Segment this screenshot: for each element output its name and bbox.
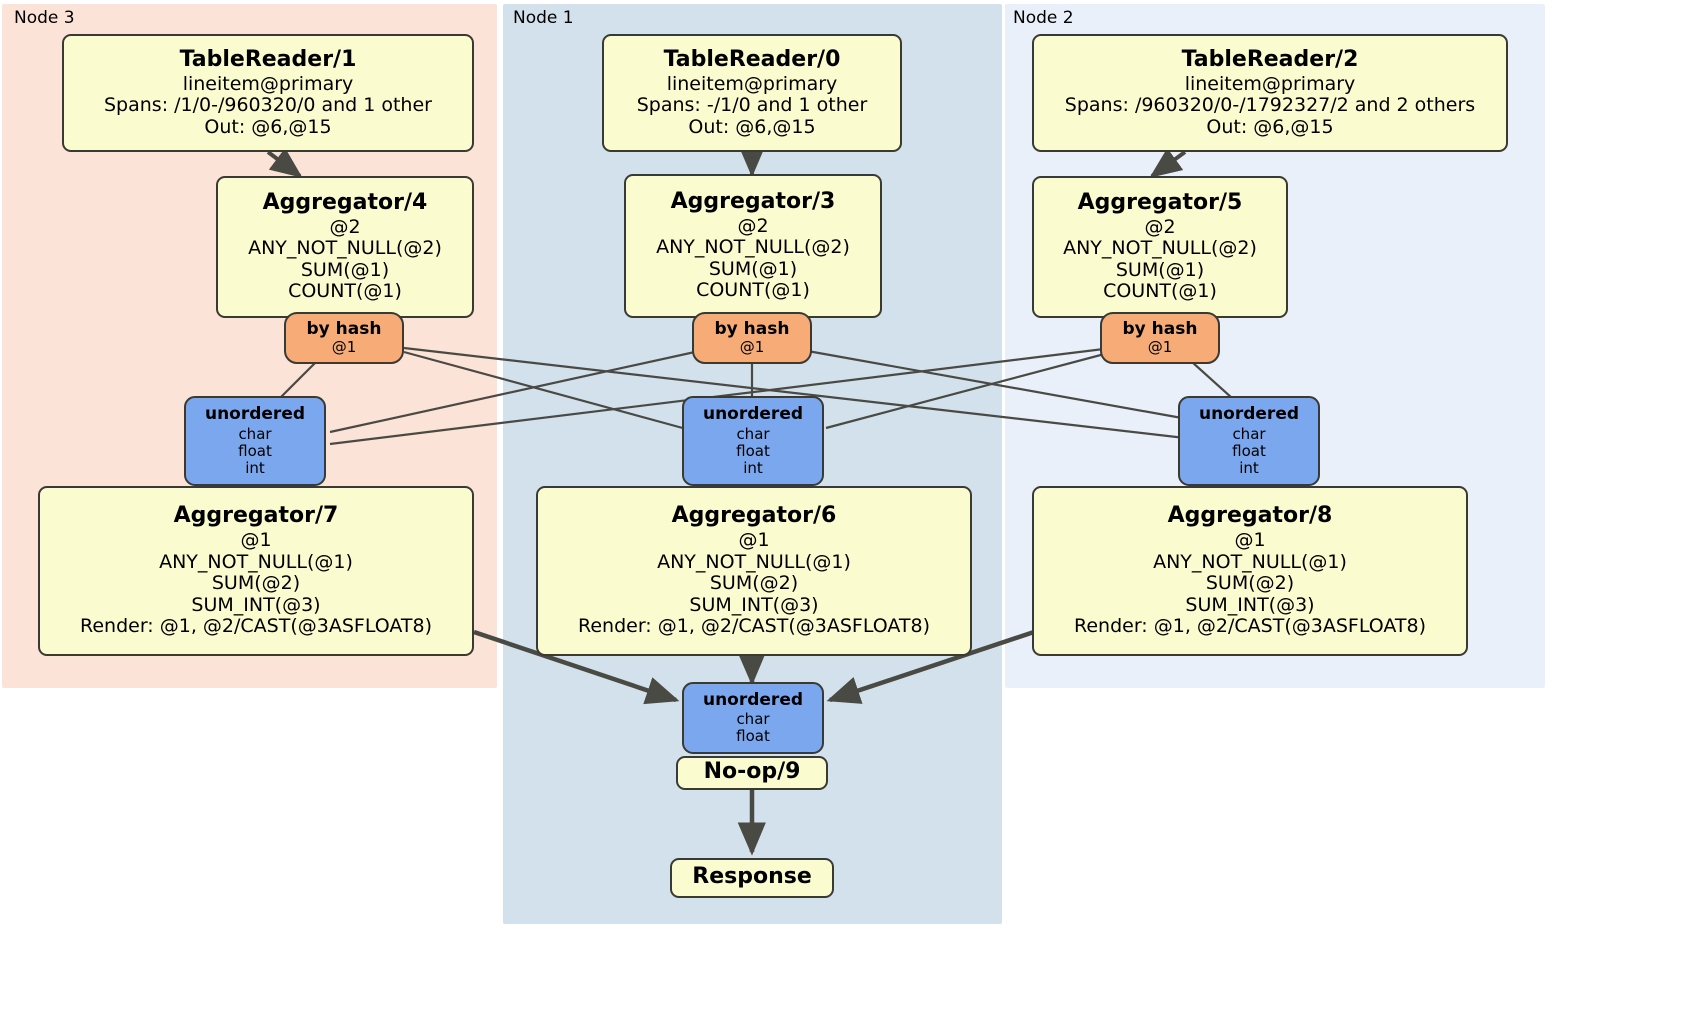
router-by-hash-3[interactable]: by hash @1 [692, 312, 812, 364]
receiver-type: int [743, 458, 763, 477]
receiver-type: int [1239, 458, 1259, 477]
processor-detail-line: SUM(@1) [1115, 258, 1205, 281]
processor-title: TableReader/2 [1181, 46, 1359, 72]
processor-detail-line: Spans: /960320/0-/1792327/2 and 2 others [1064, 94, 1476, 117]
processor-render-line: Render: @1, @2/CAST(@3ASFLOAT8) [1074, 615, 1426, 638]
processor-title: Response [692, 864, 812, 890]
receiver-type: char [1232, 424, 1266, 443]
processor-detail-line: Out: @6,@15 [1206, 115, 1334, 138]
receiver-type: float [736, 441, 770, 460]
processor-aggregator-4[interactable]: Aggregator/4 @2 ANY_NOT_NULL(@2) SUM(@1)… [216, 176, 474, 318]
receiver-title: unordered [702, 404, 804, 425]
receiver-unordered-8[interactable]: unordered char float int [1178, 396, 1320, 486]
receiver-title: unordered [702, 689, 804, 710]
processor-detail-line: @2 [329, 215, 361, 238]
processor-detail-line: ANY_NOT_NULL(@1) [657, 550, 851, 573]
receiver-title: unordered [204, 404, 306, 425]
processor-detail-line: lineitem@primary [666, 72, 838, 95]
processor-response[interactable]: Response [670, 858, 834, 898]
processor-detail-line: Spans: /1/0-/960320/0 and 1 other [104, 94, 432, 117]
processor-title: Aggregator/6 [671, 503, 837, 529]
processor-title: Aggregator/4 [262, 190, 428, 216]
processor-table-reader-2[interactable]: TableReader/2 lineitem@primary Spans: /9… [1032, 34, 1508, 152]
processor-render-line: Render: @1, @2/CAST(@3ASFLOAT8) [578, 615, 930, 638]
processor-table-reader-1[interactable]: TableReader/1 lineitem@primary Spans: /1… [62, 34, 474, 152]
processor-aggregator-8[interactable]: Aggregator/8 @1 ANY_NOT_NULL(@1) SUM(@2)… [1032, 486, 1468, 656]
router-title: by hash [714, 318, 790, 339]
receiver-unordered-7[interactable]: unordered char float int [184, 396, 326, 486]
processor-detail-line: ANY_NOT_NULL(@2) [656, 236, 850, 259]
router-title: by hash [1122, 318, 1198, 339]
processor-detail-line: @2 [737, 214, 769, 237]
processor-title: Aggregator/8 [1167, 503, 1333, 529]
processor-noop-9[interactable]: No-op/9 [676, 756, 828, 790]
node-panel-label-node1: Node 1 [513, 8, 574, 28]
processor-detail-line: ANY_NOT_NULL(@2) [248, 237, 442, 260]
processor-aggregator-6[interactable]: Aggregator/6 @1 ANY_NOT_NULL(@1) SUM(@2)… [536, 486, 972, 656]
processor-detail-line: Out: @6,@15 [688, 115, 816, 138]
processor-title: Aggregator/5 [1077, 190, 1243, 216]
router-column: @1 [1147, 338, 1173, 357]
receiver-title: unordered [1198, 404, 1300, 425]
processor-detail-line: COUNT(@1) [1103, 280, 1217, 303]
processor-title: Aggregator/3 [670, 189, 836, 215]
processor-detail-line: Spans: -/1/0 and 1 other [636, 94, 868, 117]
processor-title: TableReader/0 [663, 46, 841, 72]
processor-detail-line: SUM(@2) [709, 572, 799, 595]
processor-detail-line: SUM(@2) [1205, 572, 1295, 595]
processor-detail-line: SUM_INT(@3) [1185, 593, 1315, 616]
receiver-type: char [736, 424, 770, 443]
processor-title: TableReader/1 [179, 46, 357, 72]
router-by-hash-4[interactable]: by hash @1 [284, 312, 404, 364]
processor-detail-line: ANY_NOT_NULL(@2) [1063, 237, 1257, 260]
processor-detail-line: SUM(@1) [708, 257, 798, 280]
processor-title: No-op/9 [703, 759, 801, 785]
processor-table-reader-0[interactable]: TableReader/0 lineitem@primary Spans: -/… [602, 34, 902, 152]
processor-aggregator-5[interactable]: Aggregator/5 @2 ANY_NOT_NULL(@2) SUM(@1)… [1032, 176, 1288, 318]
processor-detail-line: @1 [738, 529, 770, 552]
processor-detail-line: ANY_NOT_NULL(@1) [159, 550, 353, 573]
processor-detail-line: lineitem@primary [182, 72, 354, 95]
node-panel-label-node3: Node 3 [14, 8, 75, 28]
router-title: by hash [306, 318, 382, 339]
receiver-unordered-6[interactable]: unordered char float int [682, 396, 824, 486]
receiver-type: float [1232, 441, 1266, 460]
processor-render-line: Render: @1, @2/CAST(@3ASFLOAT8) [80, 615, 432, 638]
processor-detail-line: SUM_INT(@3) [191, 593, 321, 616]
router-by-hash-5[interactable]: by hash @1 [1100, 312, 1220, 364]
processor-detail-line: SUM(@1) [300, 258, 390, 281]
receiver-unordered-final[interactable]: unordered char float [682, 682, 824, 754]
processor-detail-line: ANY_NOT_NULL(@1) [1153, 550, 1347, 573]
router-column: @1 [739, 338, 765, 357]
processor-detail-line: SUM_INT(@3) [689, 593, 819, 616]
receiver-type: char [238, 424, 272, 443]
processor-detail-line: lineitem@primary [1184, 72, 1356, 95]
processor-detail-line: COUNT(@1) [288, 280, 402, 303]
processor-title: Aggregator/7 [173, 503, 339, 529]
receiver-type: int [245, 458, 265, 477]
processor-detail-line: Out: @6,@15 [204, 115, 332, 138]
processor-detail-line: @1 [240, 529, 272, 552]
processor-aggregator-7[interactable]: Aggregator/7 @1 ANY_NOT_NULL(@1) SUM(@2)… [38, 486, 474, 656]
processor-detail-line: SUM(@2) [211, 572, 301, 595]
receiver-type: float [736, 727, 770, 746]
processor-detail-line: @2 [1144, 215, 1176, 238]
processor-detail-line: COUNT(@1) [696, 279, 810, 302]
receiver-type: float [238, 441, 272, 460]
receiver-type: char [736, 710, 770, 729]
node-panel-label-node2: Node 2 [1013, 8, 1074, 28]
processor-detail-line: @1 [1234, 529, 1266, 552]
router-column: @1 [331, 338, 357, 357]
processor-aggregator-3[interactable]: Aggregator/3 @2 ANY_NOT_NULL(@2) SUM(@1)… [624, 174, 882, 318]
